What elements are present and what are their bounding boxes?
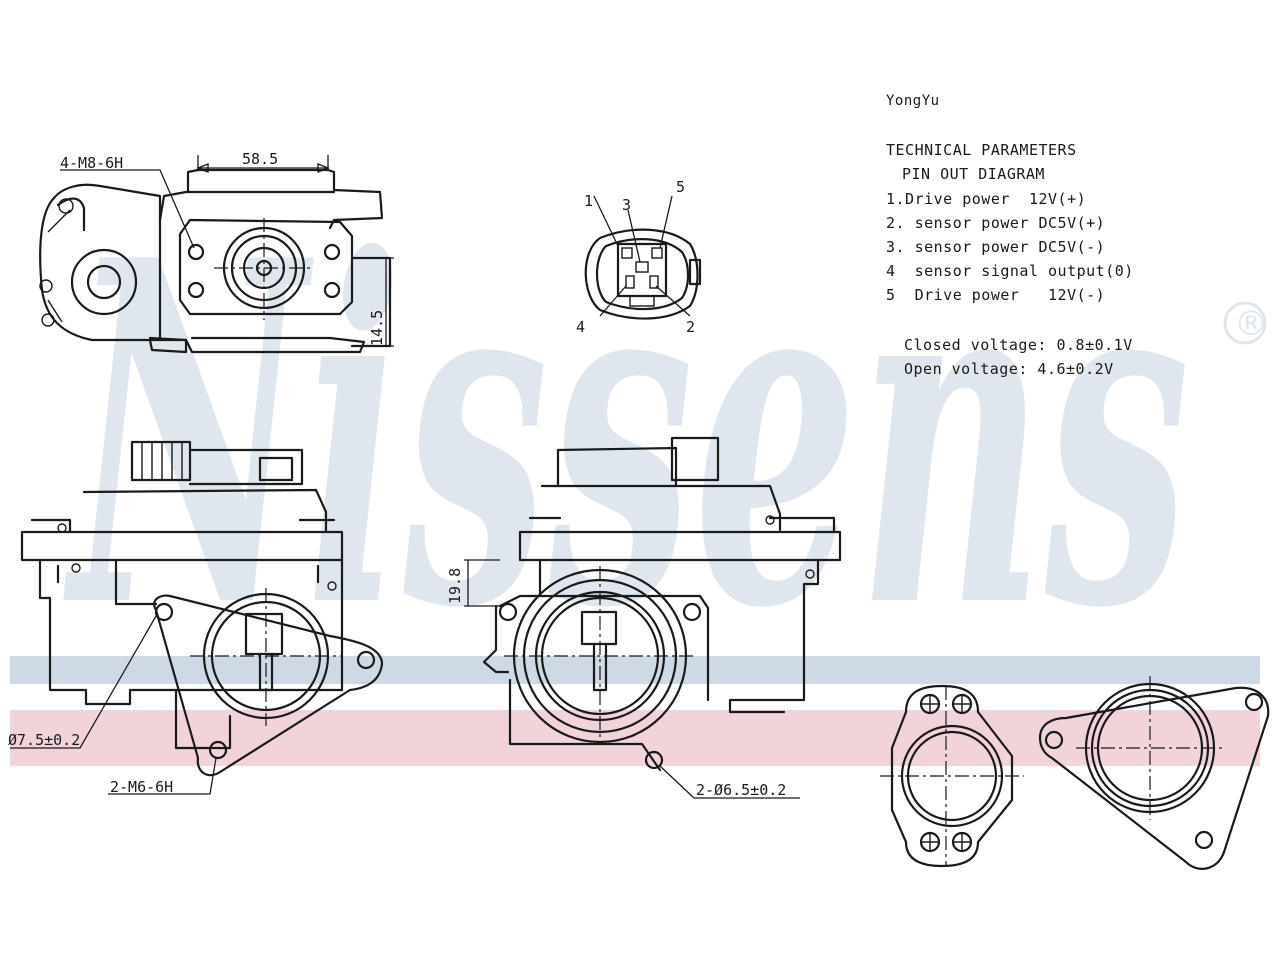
pinout-line-1: 1.Drive power 12V(+) [886, 190, 1087, 208]
dim-thread-bottom: 2-M6-6H [110, 778, 173, 796]
side-view: 19.8 2-Ø6.5±0.2 [446, 436, 842, 799]
pin-label-2: 2 [686, 318, 695, 336]
pinout-line-3: 3. sensor power DC5V(-) [886, 238, 1106, 256]
dim-height-side: 14.5 [368, 310, 386, 346]
spec-title: TECHNICAL PARAMETERS [886, 141, 1077, 159]
top-view: 58.5 4-M8-6H 14.5 [39, 150, 394, 354]
pin-label-1: 1 [584, 192, 593, 210]
spec-subtitle: PIN OUT DIAGRAM [902, 165, 1045, 183]
brand-watermark: Nissens [62, 159, 1190, 711]
pinout-line-5: 5 Drive power 12V(-) [886, 286, 1106, 304]
pin-label-3: 3 [622, 196, 631, 214]
dim-hole-left: Ø7.5±0.2 [8, 731, 80, 749]
front-view: Ø7.5±0.2 2-M6-6H [8, 440, 384, 796]
pin-label-4: 4 [576, 318, 585, 336]
connector-diagram: 1 3 5 4 2 [576, 178, 702, 336]
gasket-vertical [880, 684, 1024, 868]
open-voltage: Open voltage: 4.6±0.2V [904, 360, 1114, 378]
dim-offset-side: 19.8 [446, 568, 464, 604]
dim-bolt-top: 4-M8-6H [60, 154, 123, 172]
supplier-name: YongYu [886, 93, 940, 109]
dim-hole-right: 2-Ø6.5±0.2 [696, 781, 786, 799]
pin-label-5: 5 [676, 178, 685, 196]
pinout-line-4: 4 sensor signal output(0) [886, 262, 1134, 280]
closed-voltage: Closed voltage: 0.8±0.1V [904, 336, 1133, 354]
dim-width-top: 58.5 [242, 150, 278, 168]
gasket-triangular [1038, 676, 1270, 870]
registered-mark-circle [1223, 301, 1267, 345]
pinout-line-2: 2. sensor power DC5V(+) [886, 214, 1106, 232]
registered-mark: ® [1234, 304, 1268, 344]
